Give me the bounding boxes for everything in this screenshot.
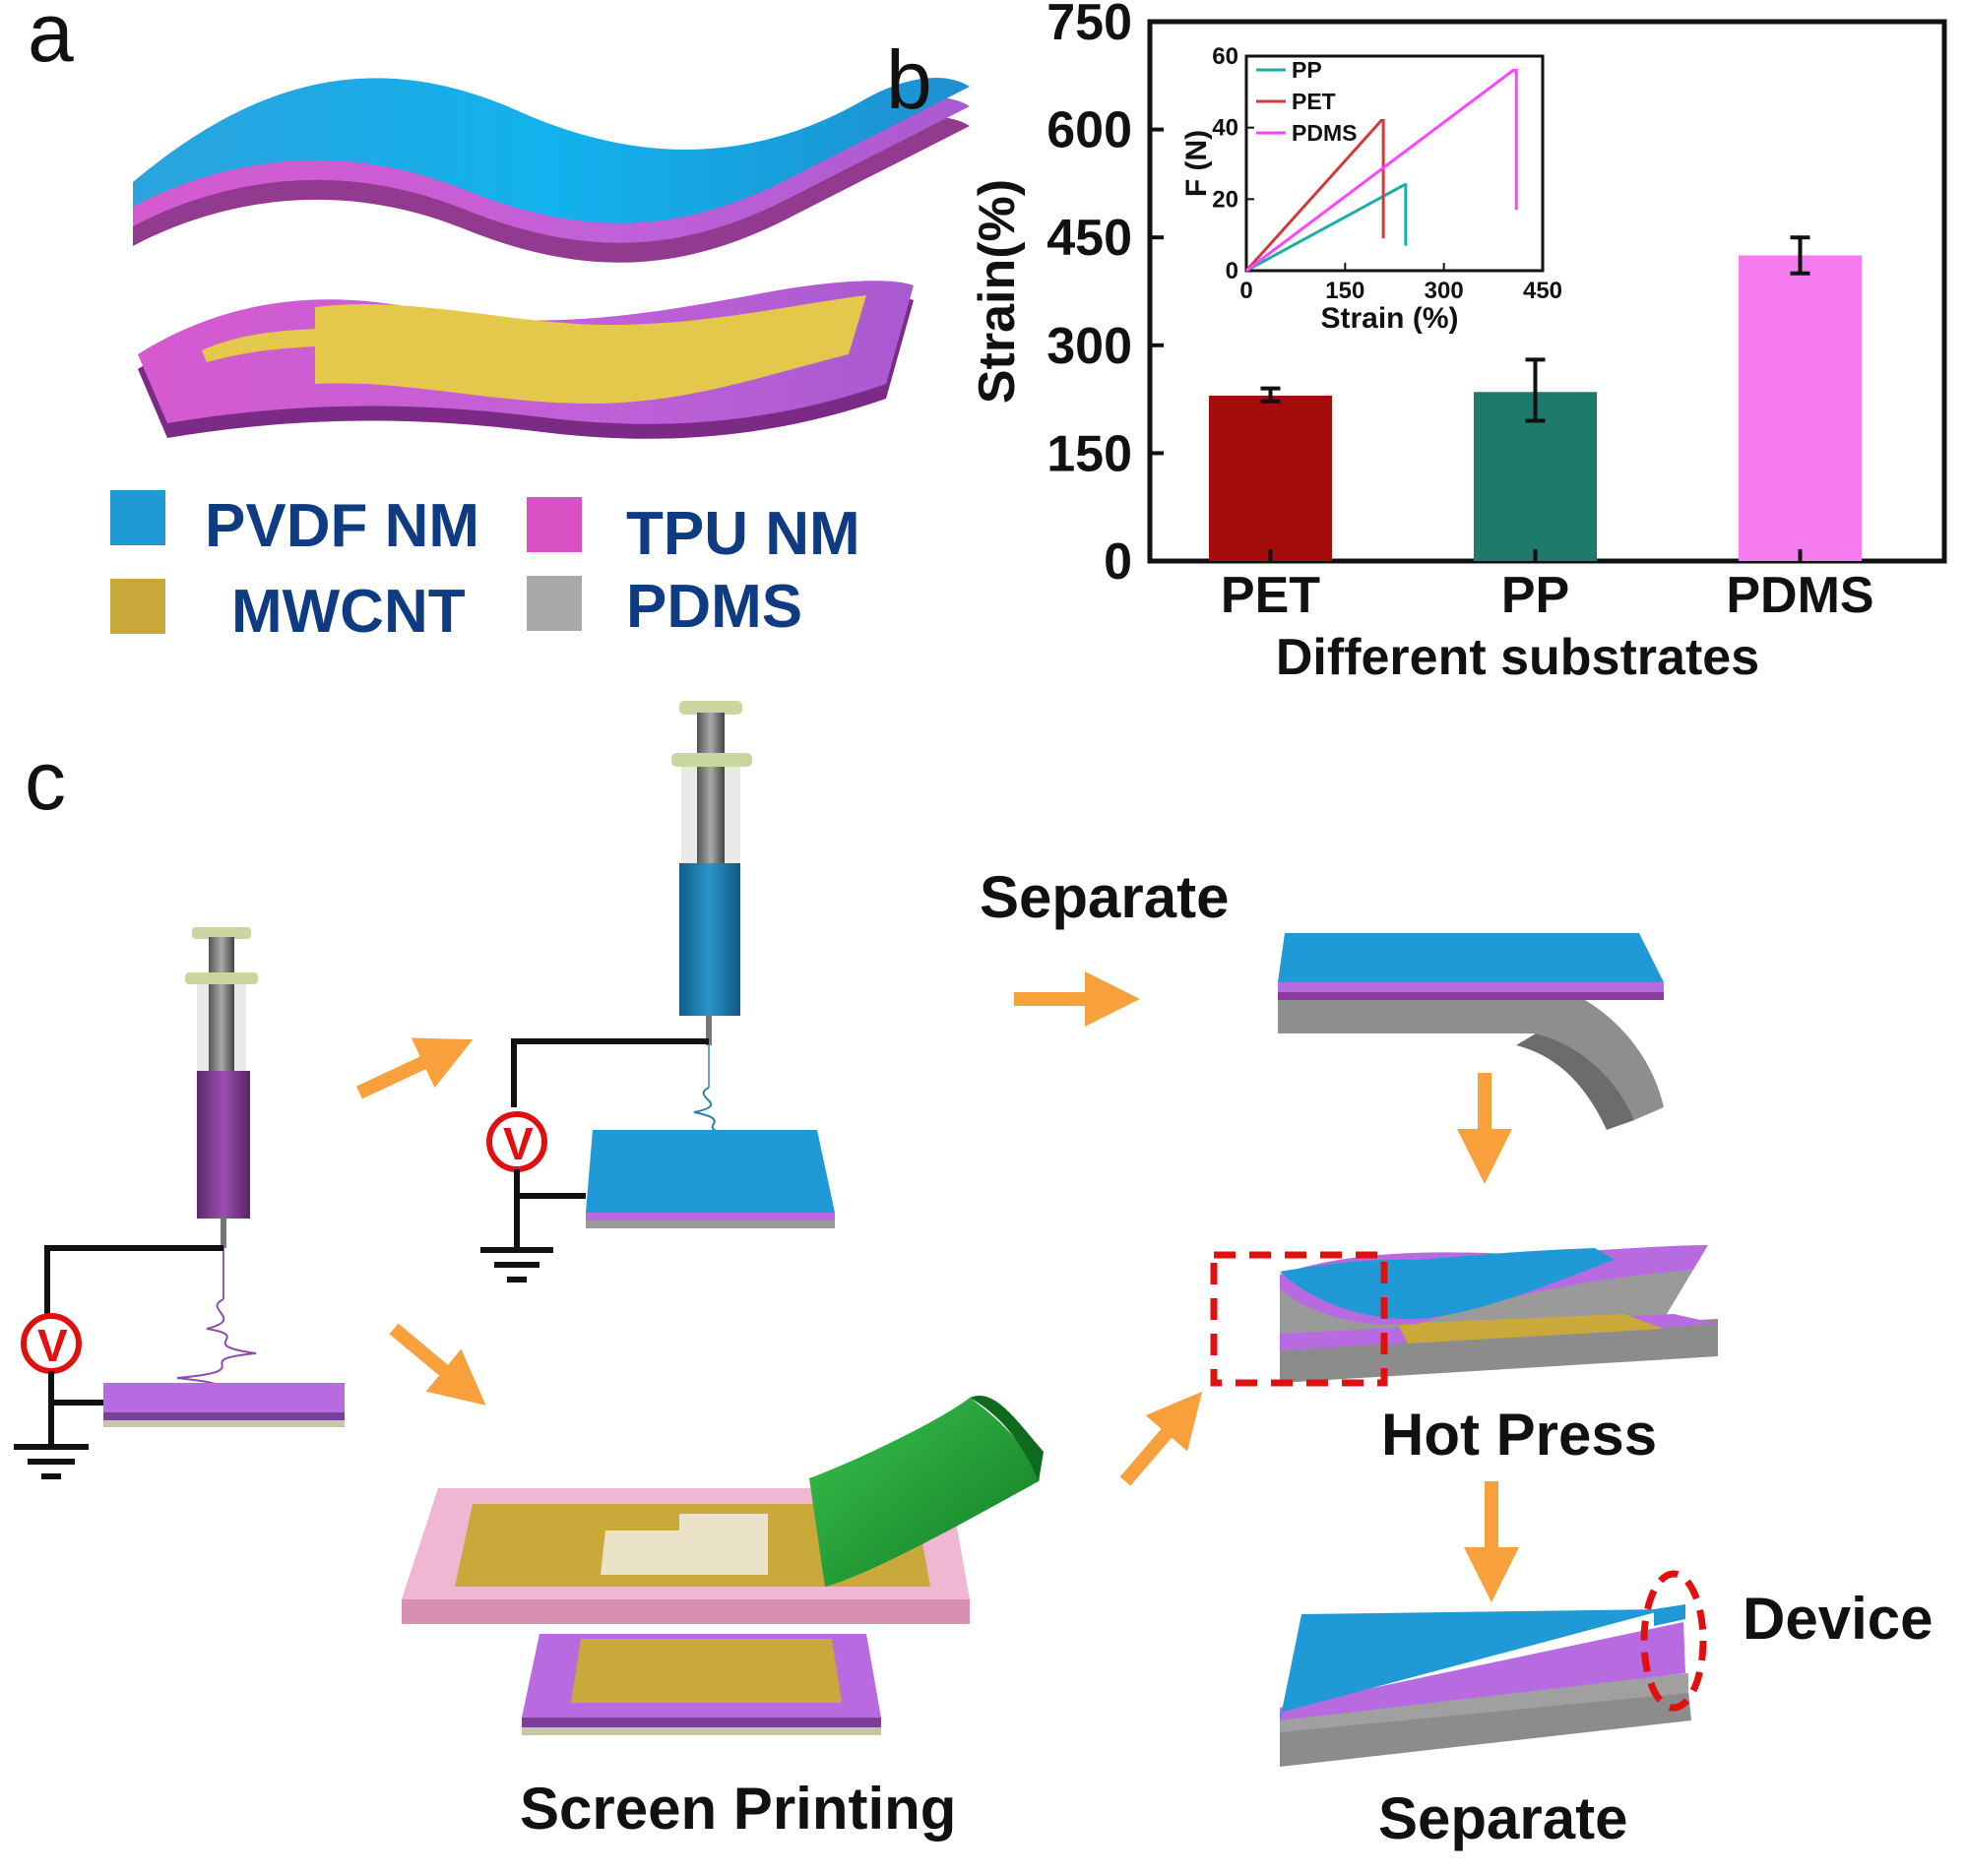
voltage-symbol-v: V bbox=[37, 1320, 68, 1371]
hot-press-step: Hot Press bbox=[1210, 1245, 1718, 1468]
electrospinning-setup-tpu: V bbox=[14, 927, 345, 1479]
plunger-rod bbox=[697, 713, 725, 757]
legend-label-pdms: PDMS bbox=[626, 573, 802, 641]
plunger-cap bbox=[192, 927, 251, 939]
plunger-rod bbox=[209, 937, 234, 976]
inset-legend-label: PET bbox=[1292, 89, 1336, 114]
device-highlight-ellipse bbox=[1640, 1570, 1707, 1712]
arrow-icon bbox=[1119, 1391, 1203, 1486]
plunger-shaft bbox=[209, 984, 234, 1073]
inset-y-axis-title: F (N) bbox=[1180, 130, 1213, 197]
hot-press-highlight-box bbox=[1210, 1251, 1388, 1387]
inset-x-tick-label: 300 bbox=[1425, 278, 1464, 304]
inset-y-tick-label: 60 bbox=[1212, 43, 1238, 70]
squeegee bbox=[809, 1398, 1040, 1587]
inset-x-tick-label: 0 bbox=[1239, 278, 1252, 304]
tpu-solution-barrel bbox=[197, 1071, 250, 1219]
bar-pet bbox=[1209, 395, 1332, 561]
screen-printing-setup: Screen Printing bbox=[402, 1396, 1044, 1842]
y-tick-label: 0 bbox=[1104, 533, 1132, 591]
inset-series-pp bbox=[1245, 183, 1408, 273]
y-tick-label: 300 bbox=[1046, 318, 1132, 375]
legend-label-mwcnt: MWCNT bbox=[231, 578, 466, 646]
inset-x-tick-label: 450 bbox=[1523, 278, 1562, 304]
voltage-symbol-v: V bbox=[503, 1118, 534, 1169]
collector-substrate bbox=[103, 1383, 345, 1412]
screen-printing-label: Screen Printing bbox=[520, 1776, 956, 1842]
hv-wire bbox=[511, 1038, 709, 1107]
bar-pdms bbox=[1739, 255, 1862, 561]
separate-top-label: Separate bbox=[980, 864, 1229, 930]
material-legend: PVDF NM TPU NM MWCNT PDMS bbox=[110, 490, 860, 646]
inset-x-tick-label: 150 bbox=[1325, 278, 1364, 304]
legend-swatch-tpu bbox=[527, 497, 582, 552]
separate-step-top bbox=[1278, 933, 1664, 1130]
inset-legend-label: PP bbox=[1292, 57, 1322, 83]
pvdf-tpu-wavy-film bbox=[133, 77, 970, 263]
x-tick-label: PP bbox=[1501, 567, 1569, 624]
legend-label-pvdf: PVDF NM bbox=[205, 492, 479, 560]
legend-swatch-pvdf bbox=[110, 490, 165, 545]
panel-c-letter: c bbox=[25, 734, 66, 827]
panel-c: c V bbox=[14, 701, 1933, 1851]
panel-a: a PVDF NM TPU NM MWCNT PDMS bbox=[28, 0, 970, 646]
panel-b-letter: b bbox=[886, 33, 932, 126]
inset-y-tick-label: 20 bbox=[1212, 186, 1238, 213]
inset-series-pdms bbox=[1245, 69, 1518, 273]
arrow-icon bbox=[389, 1323, 486, 1406]
y-tick-label: 600 bbox=[1046, 102, 1132, 159]
separate-bottom-label: Separate bbox=[1378, 1785, 1627, 1851]
legend-label-tpu: TPU NM bbox=[626, 500, 860, 568]
plunger-shaft bbox=[697, 767, 725, 865]
plunger-cap bbox=[679, 701, 742, 715]
electrospinning-setup-pvdf: V bbox=[480, 701, 835, 1282]
inset-series-pet bbox=[1244, 118, 1385, 273]
pvdf-solution-barrel bbox=[679, 863, 740, 1016]
y-tick-label: 750 bbox=[1046, 0, 1132, 51]
x-axis-title: Different substrates bbox=[1276, 629, 1759, 686]
x-tick-label: PDMS bbox=[1726, 567, 1873, 624]
device-label: Device bbox=[1743, 1586, 1933, 1652]
needle bbox=[706, 1016, 712, 1045]
x-tick-label: PET bbox=[1221, 567, 1320, 624]
inset-y-tick-label: 0 bbox=[1226, 258, 1238, 284]
y-tick-label: 450 bbox=[1046, 210, 1132, 267]
collector-plate bbox=[586, 1130, 835, 1213]
syringe-flange bbox=[185, 972, 258, 984]
panel-a-letter: a bbox=[28, 0, 74, 79]
process-arrows bbox=[356, 971, 1519, 1602]
hv-wire bbox=[44, 1245, 223, 1314]
inset-legend-label: PDMS bbox=[1292, 120, 1357, 146]
legend-swatch-pdms bbox=[527, 576, 582, 631]
hot-press-label: Hot Press bbox=[1381, 1402, 1657, 1468]
y-tick-label: 150 bbox=[1046, 425, 1132, 482]
y-axis-title: Strain(%) bbox=[969, 179, 1026, 404]
arrow-icon bbox=[356, 1037, 474, 1099]
inset-x-axis-title: Strain (%) bbox=[1320, 302, 1458, 335]
syringe-flange bbox=[671, 753, 752, 767]
inset-y-tick-label: 40 bbox=[1212, 115, 1238, 142]
separate-step-bottom: Device Separate bbox=[1280, 1570, 1933, 1851]
tpu-mwcnt-wavy-film bbox=[138, 281, 914, 439]
legend-swatch-mwcnt bbox=[110, 579, 165, 634]
needle bbox=[221, 1219, 226, 1248]
